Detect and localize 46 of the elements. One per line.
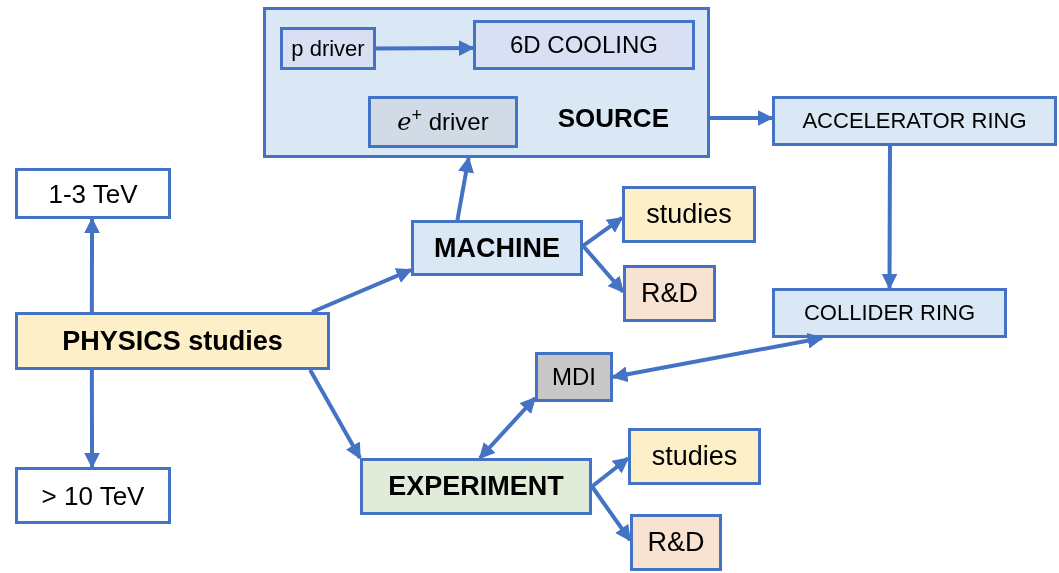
arrow [590, 456, 630, 489]
process-box [622, 186, 756, 243]
arrow [581, 216, 624, 248]
node-label: EXPERIMENT [388, 473, 564, 500]
arrow [455, 156, 474, 221]
node-label: R&D [641, 280, 698, 307]
arrow [308, 369, 362, 460]
node-label: > 10 TeV [41, 482, 145, 509]
energy-box [15, 467, 171, 524]
process-box [772, 288, 1007, 338]
node-label: studies [646, 201, 732, 228]
process-box [623, 265, 716, 322]
source-box [263, 7, 710, 158]
node-label: 1-3 TeV [48, 180, 138, 207]
arrow [710, 110, 774, 126]
arrow [881, 146, 898, 290]
node-label: COLLIDER RING [803, 302, 976, 324]
process-box [473, 20, 695, 70]
arrow [590, 485, 632, 542]
process-box [772, 96, 1057, 146]
node-label: 6D COOLING [510, 33, 658, 57]
process-box [15, 312, 330, 370]
node-label: R&D [647, 529, 705, 556]
arrow [84, 217, 101, 312]
node-label: p driver [291, 37, 365, 60]
node-label: e$^{+}$ driver [397, 110, 489, 134]
process-box [628, 428, 761, 485]
arrow [84, 370, 101, 469]
arrow [478, 396, 537, 460]
node-label: studies [651, 443, 738, 470]
process-box [368, 96, 518, 148]
process-box [630, 514, 722, 571]
process-box [360, 458, 592, 515]
node-label: MDI [552, 365, 596, 389]
node-label: MACHINE [434, 234, 560, 262]
node-label: SOURCE [557, 105, 669, 131]
node-label: PHYSICS studies [62, 327, 283, 355]
arrow [611, 332, 824, 383]
process-box [411, 220, 583, 276]
process-box [280, 27, 376, 70]
process-box [535, 352, 613, 402]
node-label: ACCELERATOR RING [802, 110, 1027, 132]
arrow [581, 244, 625, 294]
energy-box [15, 168, 171, 219]
arrow [376, 40, 475, 57]
arrow [311, 268, 413, 314]
